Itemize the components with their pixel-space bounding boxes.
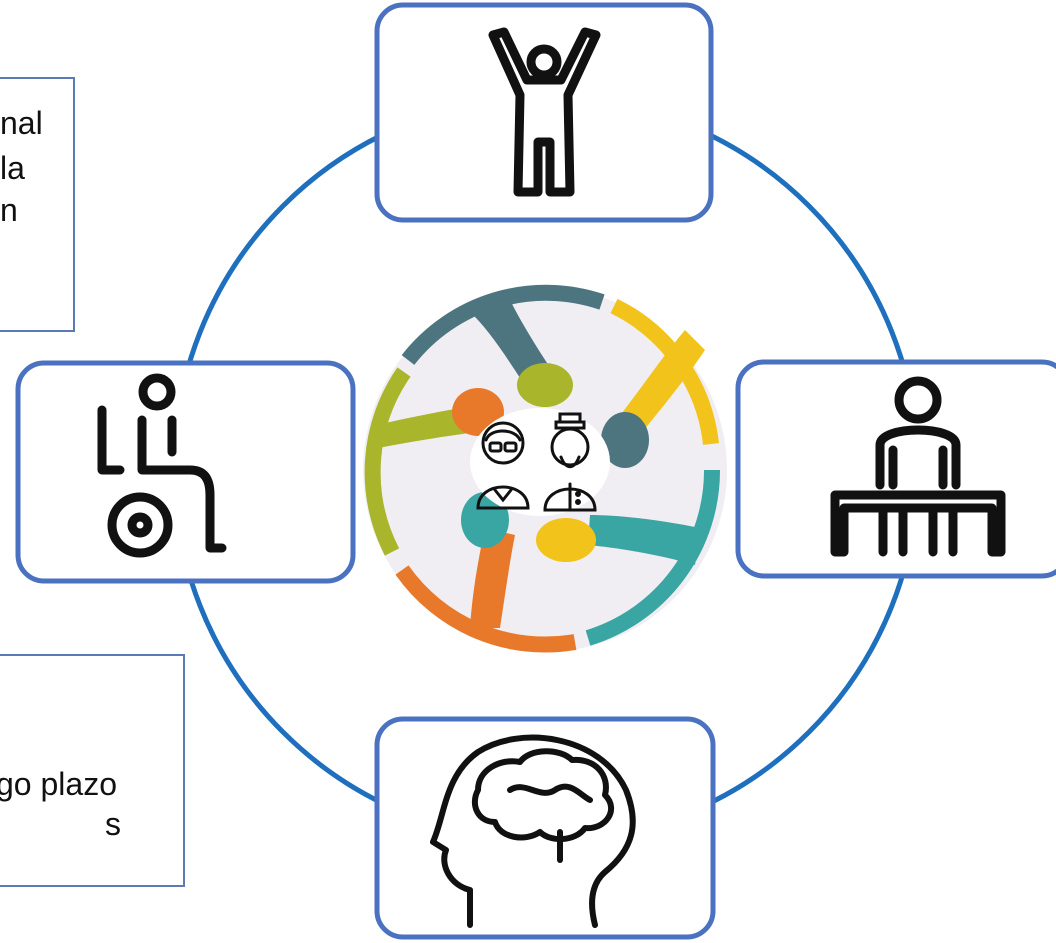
brain-head-icon: [430, 734, 636, 928]
hands-circle-icon: [363, 284, 727, 653]
person-seated-at-table-icon: [830, 376, 1006, 557]
card-bottom: [374, 716, 716, 940]
wheelchair-icon: [97, 373, 227, 558]
elderly-man-icon: [543, 412, 597, 512]
elderly-woman-icon: [476, 421, 530, 510]
card-top: [374, 2, 714, 223]
top-note-box: nal la n: [0, 77, 75, 332]
bottom-note-box: go plazo s: [0, 654, 185, 887]
top-note-line-1: nal: [0, 105, 43, 141]
card-right: [735, 359, 1056, 579]
bottom-note-line-1: go plazo: [0, 766, 117, 802]
top-note-line-3: n: [0, 192, 18, 228]
person-arms-raised-icon: [488, 27, 601, 197]
card-left: [15, 360, 356, 584]
bottom-note-line-2: s: [105, 806, 121, 842]
top-note-line-2: la: [0, 150, 25, 186]
